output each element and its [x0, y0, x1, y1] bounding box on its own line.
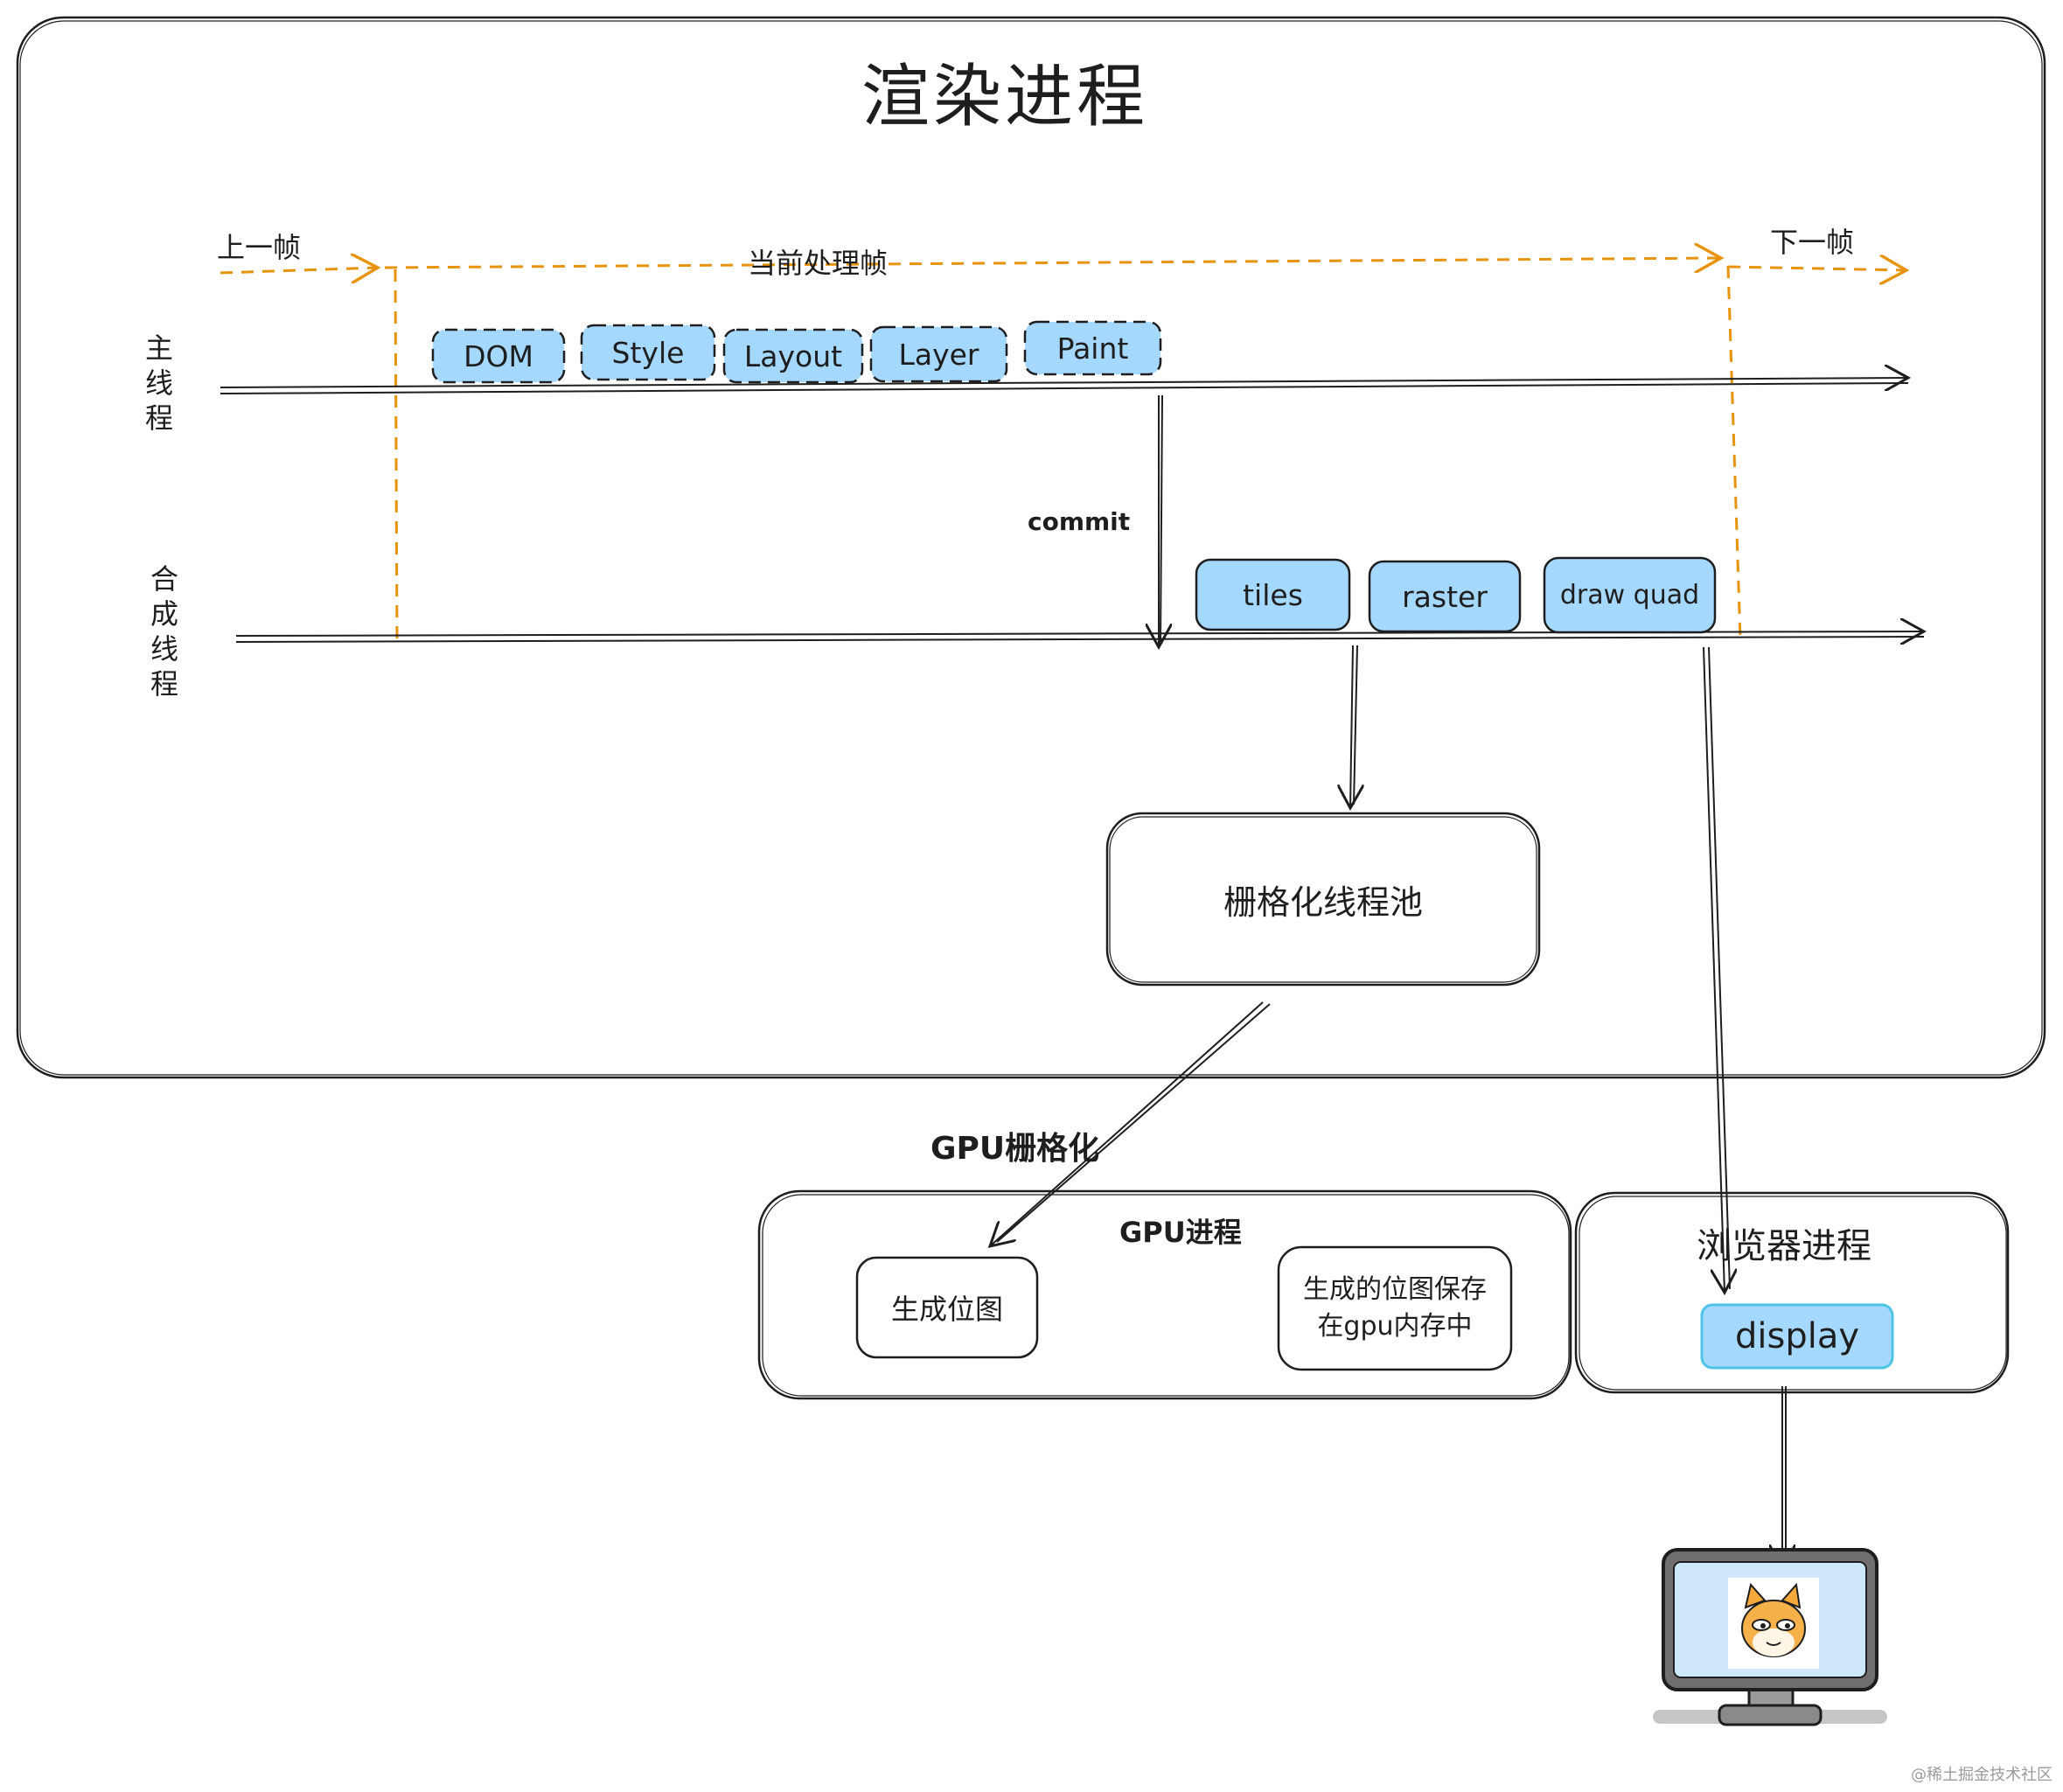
main-thread-chips: [431, 320, 1162, 384]
compositor-thread-label-char: 合: [150, 562, 179, 596]
chip-bg-style: [580, 324, 716, 381]
compositor-thread-label: 合 成 线 程: [150, 561, 178, 701]
arrow-tiles-to-pool: [1350, 645, 1357, 808]
frame-label-current: 当前处理帧: [748, 247, 889, 280]
step-dom: DOM: [463, 338, 533, 373]
frame-boundary-left: [394, 268, 399, 644]
main-thread-axis: [220, 378, 1908, 394]
commit-label: commit: [1028, 507, 1131, 536]
compositor-thread-label-char: 成: [150, 597, 179, 631]
arrow-display-to-monitor: [1782, 1386, 1786, 1568]
chip-bg-layer: [869, 325, 1008, 383]
render-process-title: 渲染进程: [861, 58, 1149, 136]
watermark: @稀土掘金技术社区: [1911, 1766, 2053, 1784]
gpu-memory-line2: 在gpu内存中: [1317, 1311, 1473, 1342]
arrow-drawquad-to-display: [1703, 646, 1730, 1293]
render-process-frame: [16, 16, 2046, 1079]
display-chip: display: [1734, 1316, 1860, 1356]
chip-bg-raster: [1368, 560, 1522, 633]
browser-process-box: [1574, 1191, 2010, 1394]
compositor-chips: [1195, 556, 1717, 634]
raster-pool-label: 栅格化线程池: [1223, 882, 1423, 922]
compositor-thread-label-char: 线: [150, 632, 179, 666]
main-thread-label-char: 程: [145, 401, 174, 435]
arrow-pool-to-gpu: [990, 1001, 1271, 1246]
gpu-raster-label: GPU栅格化: [930, 1131, 1100, 1167]
step-layout: Layout: [743, 338, 843, 373]
raster-pool-box: [1105, 812, 1541, 987]
main-thread-label-char: 线: [145, 366, 174, 400]
chip-bg-dom: [431, 328, 566, 384]
display-chip-bg: [1700, 1303, 1894, 1370]
frame-arrow-next: [1727, 267, 1906, 270]
browser-process-title: 浏览器进程: [1697, 1226, 1871, 1266]
frame-arrow-prev: [220, 268, 378, 273]
step-draw-quad: draw quad: [1559, 580, 1700, 610]
frame-label-prev: 上一帧: [217, 231, 302, 264]
chip-bg-paint: [1023, 320, 1162, 376]
gpu-memory-label: 生成的位图保存 在gpu内存中: [1279, 1247, 1511, 1370]
main-thread-label: 主 线 程: [145, 331, 173, 436]
gpu-memory-box: [1277, 1245, 1513, 1371]
compositor-thread-label-char: 程: [150, 667, 179, 701]
step-tiles: tiles: [1243, 577, 1303, 612]
commit-arrow: [1159, 394, 1162, 647]
cat-mascot-icon: [1741, 1582, 1806, 1657]
gpu-process-title: GPU进程: [1119, 1216, 1242, 1249]
bitmap-label: 生成位图: [890, 1293, 1003, 1326]
bitmap-box: [855, 1256, 1039, 1359]
step-layer: Layer: [898, 337, 979, 372]
chip-bg-layout: [722, 328, 864, 384]
frame-boundary-right: [1726, 265, 1742, 639]
frame-label-next: 下一帧: [1770, 226, 1855, 259]
gpu-process-box: [757, 1189, 1572, 1400]
step-paint: Paint: [1056, 331, 1129, 366]
step-raster: raster: [1402, 579, 1488, 614]
frame-timeline: [220, 258, 1906, 644]
gpu-memory-line1: 生成的位图保存: [1303, 1274, 1487, 1305]
chip-bg-tiles: [1195, 558, 1351, 631]
step-style: Style: [611, 335, 685, 370]
main-thread-label-char: 主: [145, 331, 174, 365]
frame-arrow-current: [384, 258, 1721, 268]
chip-bg-draw-quad: [1543, 556, 1717, 634]
monitor-icon: [1653, 1548, 1887, 1726]
